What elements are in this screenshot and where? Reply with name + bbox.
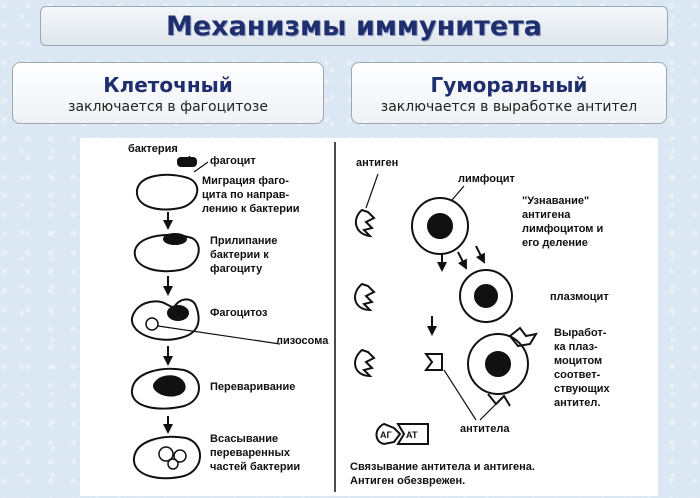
antibody-bound — [396, 423, 429, 445]
label-recognition-1: "Узнавание" — [522, 195, 589, 207]
label-phagocytosis: Фагоцитоз — [210, 307, 268, 319]
label-absorption-2: переваренных — [210, 447, 291, 459]
label-production-1: Выработ- — [554, 327, 607, 339]
cellular-scheme — [130, 157, 281, 480]
label-adhesion-3: фагоциту — [210, 263, 263, 275]
page-title: Механизмы иммунитета — [165, 10, 543, 42]
antigen-bound — [375, 422, 402, 446]
label-phagocyte: фагоцит — [210, 155, 256, 167]
label-absorption-1: Всасывание — [210, 433, 278, 445]
cellular-subtitle: заключается в фагоцитозе — [68, 99, 268, 115]
label-production-6: антител. — [554, 397, 600, 409]
lysosome-pointer — [157, 325, 281, 345]
producing-plasmocyte — [467, 333, 529, 395]
diagram-panel: бактерия фагоцит Миграция фаго- цита по … — [80, 138, 658, 496]
label-antibodies: антитела — [460, 423, 510, 435]
label-binding-1: Связывание антитела и антигена. — [350, 461, 535, 473]
vacuole-2 — [173, 449, 187, 463]
lymphocyte-cell — [411, 197, 469, 255]
label-recognition-2: антигена — [522, 209, 571, 221]
vacuole-3 — [167, 458, 179, 470]
label-production-3: моцитом — [554, 355, 602, 367]
label-adhesion-2: бактерии к — [210, 249, 269, 261]
humoral-heading: Гуморальный — [430, 73, 588, 97]
antibody-shape-3 — [487, 393, 511, 407]
label-absorption-3: частей бактерии — [210, 461, 300, 473]
phagocyte-shape-5 — [132, 435, 201, 480]
cellular-header: Клеточный заключается в фагоцитозе — [12, 62, 324, 124]
antibody-shape-1 — [424, 353, 443, 371]
antigen-shape-2 — [354, 282, 376, 312]
phagocyte-shape-2 — [133, 233, 200, 273]
producing-nucleus — [485, 351, 511, 377]
digesting-bacterium — [153, 375, 186, 397]
phagocyte-shape-4 — [130, 367, 200, 410]
label-production-2: ка плаз- — [554, 341, 598, 353]
label-at: АТ — [406, 430, 418, 440]
vacuole-1 — [158, 446, 174, 462]
phagocyte-shape-3 — [130, 298, 200, 341]
label-recognition-3: лимфоцитом и — [522, 223, 603, 235]
label-antigen: антиген — [356, 157, 398, 169]
bacterium-shape — [177, 157, 197, 167]
label-migration-1: Миграция фаго- — [202, 175, 289, 187]
immunity-diagram: бактерия фагоцит Миграция фаго- цита по … — [128, 142, 611, 492]
lymphocyte-nucleus — [427, 213, 453, 239]
humoral-subtitle: заключается в выработке антител — [380, 99, 638, 115]
antibody-shape-2 — [508, 326, 539, 348]
label-plasmocyte: плазмоцит — [550, 291, 609, 303]
plasmocyte-cell — [459, 269, 513, 323]
label-lysosome: лизосома — [276, 335, 329, 347]
label-ag: АГ — [380, 430, 392, 440]
title-banner: Механизмы иммунитета — [40, 6, 668, 46]
label-migration-3: лению к бактерии — [202, 203, 300, 215]
label-production-4: соответ- — [554, 369, 601, 381]
humoral-header: Гуморальный заключается в выработке анти… — [351, 62, 667, 124]
label-recognition-4: его деление — [522, 237, 588, 249]
lysosome-shape — [145, 317, 159, 331]
label-digestion: Переваривание — [210, 381, 295, 393]
label-lymphocyte: лимфоцит — [458, 173, 515, 185]
engulfed-bacterium — [167, 305, 189, 321]
humoral-scheme — [354, 173, 539, 446]
label-binding-2: Антиген обезврежен. — [350, 475, 465, 487]
plasmocyte-nucleus — [474, 284, 498, 308]
phagocyte-shape-1 — [135, 173, 199, 211]
label-adhesion-1: Прилипание — [210, 235, 277, 247]
label-production-5: ствующих — [554, 383, 611, 395]
label-migration-2: цита по направ- — [202, 189, 290, 201]
antigen-shape-1 — [354, 208, 376, 238]
label-bacterium: бактерия — [128, 143, 178, 155]
antigen-shape-3 — [354, 348, 376, 378]
cellular-heading: Клеточный — [103, 73, 233, 97]
adhered-bacterium — [163, 233, 187, 245]
